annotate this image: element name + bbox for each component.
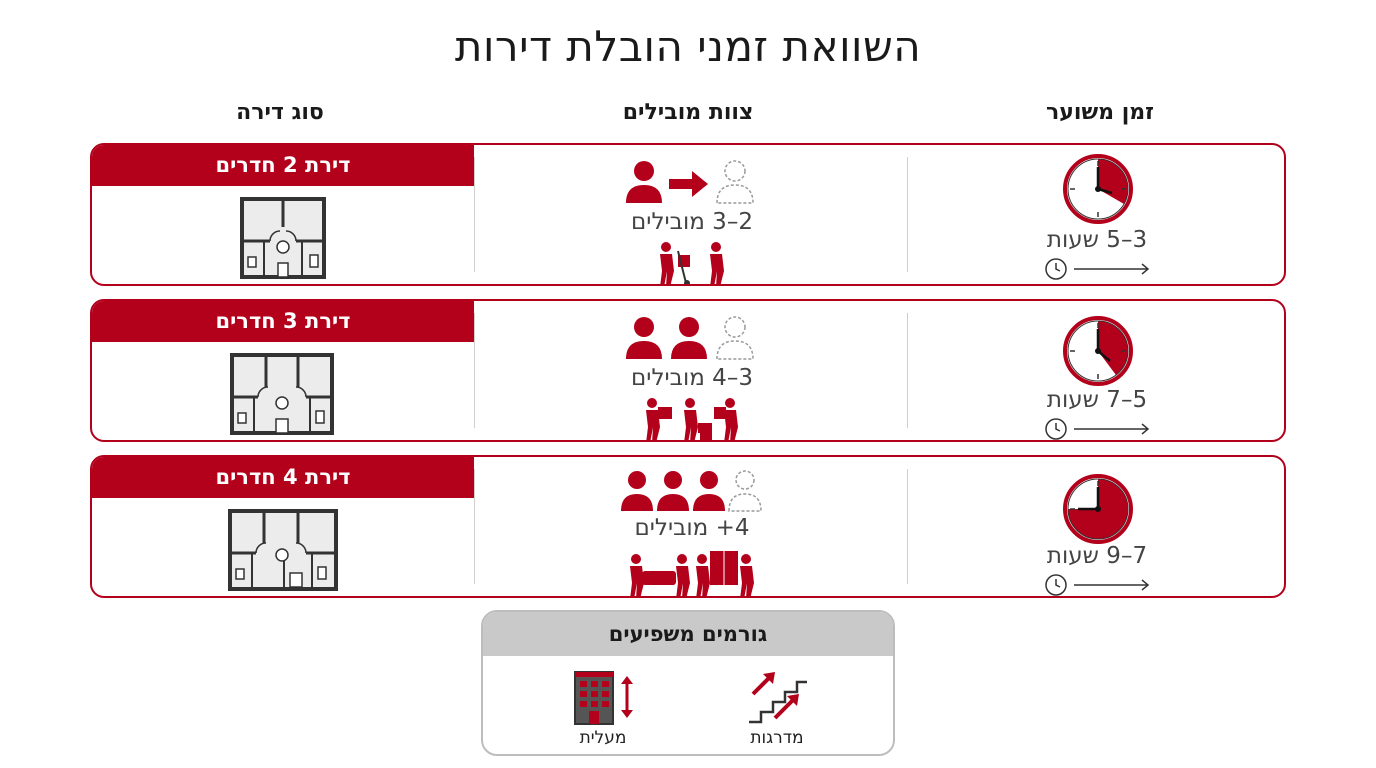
header-apartment-type: סוג דירה bbox=[236, 100, 324, 125]
stairs-icon bbox=[749, 672, 807, 724]
clock-icon bbox=[1063, 316, 1133, 386]
factor-stairs-label: מדרגות bbox=[750, 728, 804, 748]
crew-people-icon bbox=[621, 470, 762, 512]
factors-title: גורמים משפיעים bbox=[483, 612, 893, 656]
crew-people-icon bbox=[626, 316, 754, 360]
divider bbox=[474, 157, 475, 272]
factor-elevator-label: מעלית bbox=[579, 728, 627, 748]
divider bbox=[907, 469, 908, 584]
floor-plan-icon bbox=[240, 197, 326, 279]
time-estimate-label: 5–7 שעות bbox=[1046, 387, 1148, 413]
movers-boxes-icon bbox=[646, 398, 738, 440]
movers-furniture-icon bbox=[630, 551, 754, 596]
row-2-rooms: דירת 2 חדרים 2–3 מובילים bbox=[90, 143, 1286, 286]
header-crew: צוות מובילים bbox=[622, 100, 754, 125]
time-estimate-label: 7–9 שעות bbox=[1046, 543, 1148, 569]
clock-icon bbox=[1063, 474, 1133, 544]
elevator-building-icon bbox=[574, 671, 633, 725]
row-4-rooms: דירת 4 חדרים 4+ מובילים bbox=[90, 455, 1286, 598]
time-arrow-icon bbox=[1045, 258, 1150, 280]
header-time: זמן משוער bbox=[1046, 100, 1154, 125]
factors-panel: גורמים משפיעים מעלית מדרגות bbox=[481, 610, 895, 756]
floor-plan-icon bbox=[228, 509, 338, 591]
divider bbox=[474, 469, 475, 584]
divider bbox=[907, 157, 908, 272]
time-arrow-icon bbox=[1045, 574, 1150, 596]
crew-count-label: 4+ מובילים bbox=[634, 515, 750, 541]
floor-plan-icon bbox=[230, 353, 334, 435]
page-title: השוואת זמני הובלת דירות bbox=[454, 22, 922, 71]
clock-icon bbox=[1063, 154, 1133, 224]
time-arrow-icon bbox=[1045, 418, 1150, 440]
apartment-label: דירת 2 חדרים bbox=[92, 145, 474, 186]
movers-dolly-icon bbox=[660, 242, 724, 284]
crew-count-label: 2–3 מובילים bbox=[631, 209, 753, 235]
apartment-label: דירת 3 חדרים bbox=[92, 301, 474, 342]
apartment-label: דירת 4 חדרים bbox=[92, 457, 474, 498]
divider bbox=[907, 313, 908, 428]
crew-count-label: 3–4 מובילים bbox=[631, 365, 753, 391]
divider bbox=[474, 313, 475, 428]
row-3-rooms: דירת 3 חדרים 3–4 מובילים bbox=[90, 299, 1286, 442]
crew-people-icon bbox=[626, 160, 754, 204]
time-estimate-label: 3–5 שעות bbox=[1046, 227, 1148, 253]
